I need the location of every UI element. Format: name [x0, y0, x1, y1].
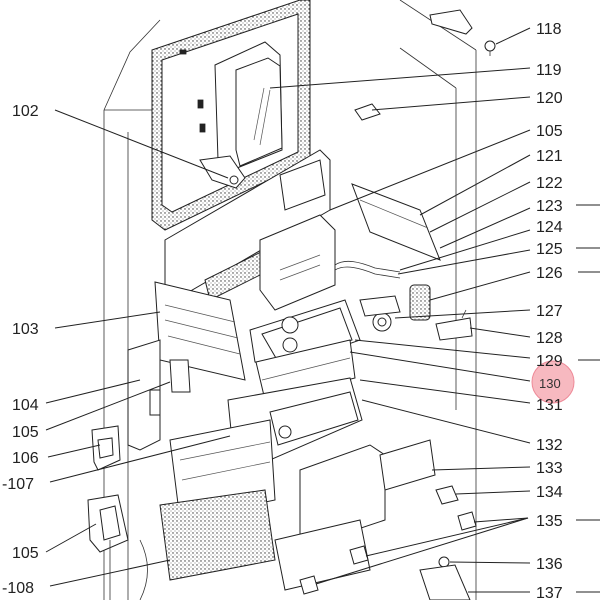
fan-motor-127 [359, 295, 401, 332]
screw-136 [438, 556, 450, 568]
bracket-105-lower [87, 494, 129, 553]
label-136: 136 [536, 556, 563, 573]
label-103: 103 [12, 321, 39, 338]
label-125: 125 [536, 241, 563, 258]
screw-134 [435, 485, 459, 505]
label-134: 134 [536, 484, 563, 501]
pipe-125 [334, 260, 401, 279]
upper-compartment [164, 149, 336, 311]
label-123: 123 [536, 198, 563, 215]
label-124: 124 [536, 219, 563, 236]
part-labels: 102 103 104 105 106 -107 105 -108 118 11… [2, 21, 563, 600]
label-131: 131 [536, 397, 563, 414]
label-106: 106 [12, 450, 39, 467]
label-105-right: 105 [536, 123, 563, 140]
part-137 [419, 564, 471, 600]
leader-lines [45, 27, 600, 593]
label-105-lower: 105 [12, 545, 39, 562]
label-130: 130 [539, 376, 561, 391]
bracket-106 [91, 425, 121, 471]
label-107: -107 [2, 476, 34, 493]
top-hinge-part [354, 9, 496, 121]
hinge-102 [199, 155, 246, 189]
highlight-marker-130 [531, 360, 575, 404]
label-105-left: 105 [12, 424, 39, 441]
label-128: 128 [536, 330, 563, 347]
clip-135 [299, 511, 477, 595]
label-137: 137 [536, 585, 563, 600]
label-121: 121 [536, 148, 563, 165]
label-135: 135 [536, 513, 563, 530]
label-102: 102 [12, 103, 39, 120]
right-tray-122 [351, 183, 441, 261]
label-133: 133 [536, 460, 563, 477]
lower-compartment [109, 419, 436, 600]
label-119: 119 [536, 62, 562, 79]
shelf-103 [154, 281, 246, 381]
label-104: 104 [12, 397, 39, 414]
label-122: 122 [536, 175, 563, 192]
drawer-131 [255, 339, 356, 401]
label-108: -108 [2, 580, 34, 597]
label-129: 129 [536, 353, 563, 370]
side-panel-104 [127, 339, 191, 451]
label-127: 127 [536, 303, 563, 320]
label-118: 118 [536, 21, 562, 38]
label-120: 120 [536, 90, 563, 107]
label-132: 132 [536, 437, 563, 454]
label-126: 126 [536, 265, 563, 282]
grille-126 [409, 284, 431, 321]
